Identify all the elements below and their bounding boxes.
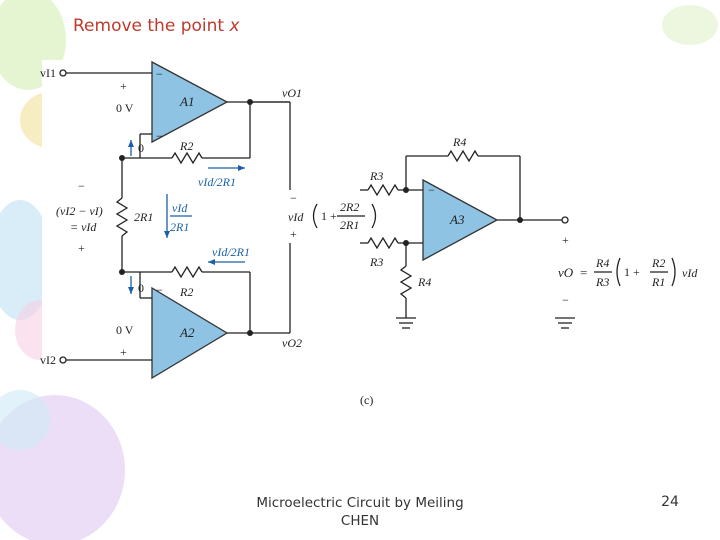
label-input-1: vI1 <box>40 66 56 80</box>
plus-sign: + <box>120 345 127 359</box>
input-terminal-1 <box>59 69 67 77</box>
label-output-1: vO1 <box>282 86 302 100</box>
label-amp-a1: A1 <box>179 94 194 109</box>
label-r4-bottom: R4 <box>417 275 431 289</box>
minus-sign: − <box>156 67 163 81</box>
resistor-r2-top <box>171 151 203 165</box>
label-r3-bottom: R3 <box>369 255 383 269</box>
label-zero-top: 0 <box>138 141 144 155</box>
minus-sign: − <box>156 283 163 297</box>
label-out-frac2-num: R2 <box>651 256 665 270</box>
resistor-r4-bottom <box>399 265 413 299</box>
label-mid-prefix: vId <box>288 210 304 224</box>
resistor-r4-top <box>447 149 479 163</box>
label-input-2: vI2 <box>40 353 56 367</box>
resistor-2r1 <box>115 197 129 237</box>
page-number: 24 <box>661 494 679 510</box>
minus-sign: − <box>290 191 297 205</box>
title-text: Remove the point <box>73 16 230 36</box>
label-zero-v-bottom: 0 V <box>116 323 134 337</box>
label-diff-left: (vI2 − vI) <box>56 204 103 218</box>
label-r2-bottom: R2 <box>179 285 193 299</box>
label-r4-top: R4 <box>452 135 466 149</box>
slide-footer: Microelectric Circuit by Meiling CHEN <box>256 495 464 529</box>
minus-sign: − <box>428 183 435 197</box>
title-variable: x <box>229 16 240 36</box>
minus-sign: − <box>156 129 163 143</box>
label-mid-frac-num: 2R2 <box>340 200 359 214</box>
resistor-r2-bottom <box>171 265 203 279</box>
label-vid-over: vId <box>172 201 188 215</box>
resistor-r3-bottom <box>367 236 399 250</box>
label-output-eq: = <box>580 265 587 280</box>
label-output: vO <box>558 265 574 280</box>
label-diff-eq: = vId <box>70 220 97 234</box>
label-amp-a3: A3 <box>449 212 465 227</box>
opamp-a1 <box>151 60 229 144</box>
label-r3-top: R3 <box>369 169 383 183</box>
label-out-frac1-den: R3 <box>595 275 609 289</box>
label-out-tail: vId <box>682 266 698 280</box>
label-out-frac1-num: R4 <box>595 256 609 270</box>
input-terminal-2 <box>59 356 67 364</box>
plus-sign: + <box>120 79 127 93</box>
plus-sign: + <box>78 241 85 255</box>
ground-symbol-2 <box>555 317 575 329</box>
plus-sign: + <box>290 227 297 241</box>
label-out-one: 1 + <box>624 265 640 279</box>
minus-sign: − <box>78 179 85 193</box>
resistor-r3-top <box>367 183 399 197</box>
opamp-a3 <box>422 178 499 262</box>
opamp-a2 <box>151 286 229 380</box>
label-current-bottom: vId/2R1 <box>212 245 250 259</box>
label-r2-top: R2 <box>179 139 193 153</box>
ground-symbol-1 <box>396 317 416 329</box>
label-output-2: vO2 <box>282 336 302 350</box>
label-2r1: 2R1 <box>134 210 153 224</box>
label-mid-one: 1 + <box>321 209 337 223</box>
output-terminal <box>561 216 569 224</box>
label-current-top: vId/2R1 <box>198 175 236 189</box>
label-amp-a2: A2 <box>179 325 195 340</box>
label-vid-under: 2R1 <box>170 220 189 234</box>
label-out-frac2-den: R1 <box>651 275 665 289</box>
plus-sign: + <box>562 233 569 247</box>
figure-caption: (c) <box>360 393 373 407</box>
label-mid-frac-den: 2R1 <box>340 218 359 232</box>
minus-sign: − <box>562 293 569 307</box>
label-zero-v-top: 0 V <box>116 101 134 115</box>
slide-title: Remove the point x <box>73 16 240 36</box>
label-zero-bottom: 0 <box>138 281 144 295</box>
